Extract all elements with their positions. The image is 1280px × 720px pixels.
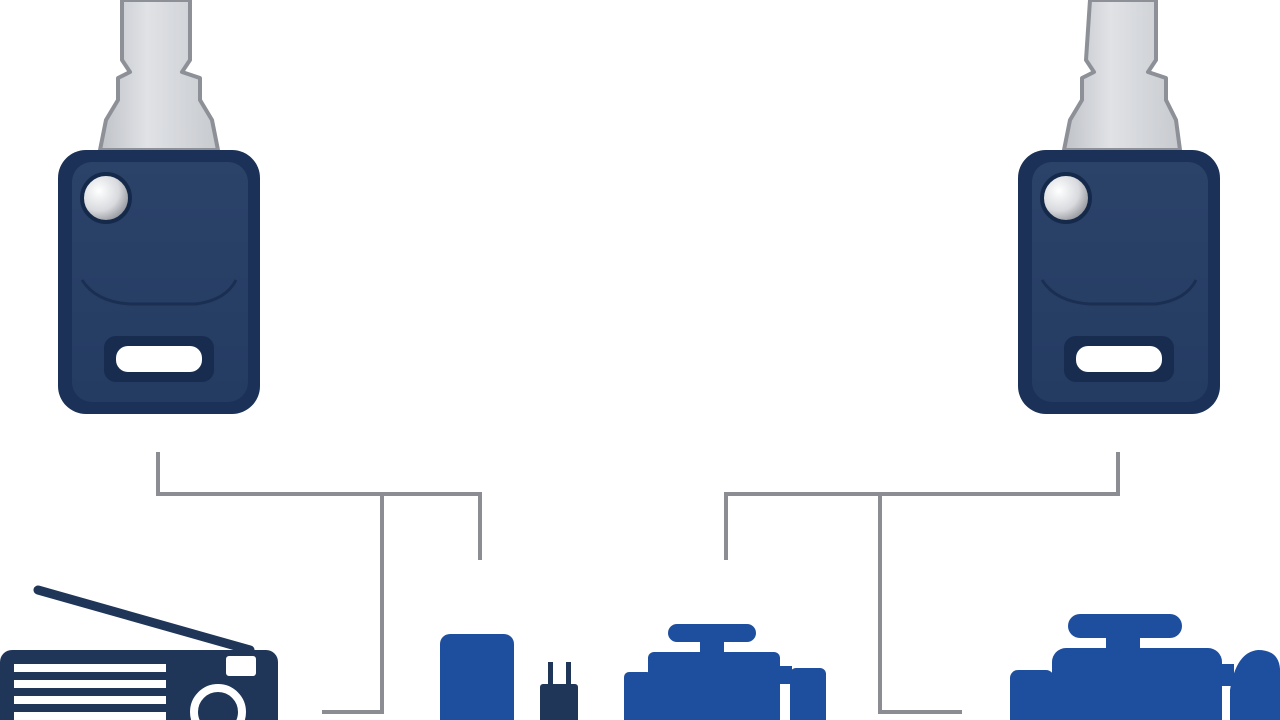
right-connector-lines [724,452,1120,714]
radio-icon [0,585,278,720]
left-key-button [116,346,202,372]
left-key-ring-hole [80,172,132,224]
right-key-button [1076,346,1162,372]
left-connector-lines [156,452,482,714]
engine-center-icon [624,624,826,720]
right-car-key-icon [1018,0,1220,414]
left-car-key-icon [58,0,260,414]
left-key-contour [80,279,238,306]
engine-right-icon [1010,614,1280,720]
right-key-contour [1040,279,1198,306]
battery-icon [440,634,514,720]
left-key-blade [98,0,220,152]
plug-icon [540,662,578,720]
right-key-ring-hole [1040,172,1092,224]
right-key-blade [1062,0,1182,152]
